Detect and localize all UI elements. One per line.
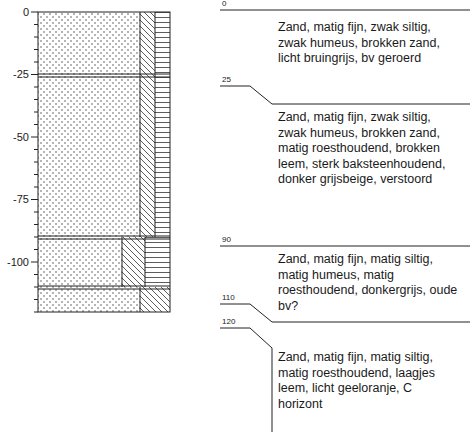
depth-tick [34,124,38,125]
axis-depth: 0 [0,6,29,19]
depth-tick [31,137,38,138]
depth-tick [34,37,38,38]
depth-tick [34,24,38,25]
depth-tick [34,162,38,163]
depth-tick [31,262,38,263]
layer-description: Zand, matig fijn, zwak siltig, zwak hume… [278,110,460,188]
depth-tick [31,199,38,200]
layer-description: Zand, matig fijn, matig siltig, matig ro… [278,350,460,412]
depth-tick [34,312,38,313]
depth-tick [34,62,38,63]
layer-depth: 25 [222,75,231,85]
depth-tick [34,237,38,238]
layer-depth: 110 [222,293,235,303]
depth-tick [34,99,38,100]
depth-tick [34,87,38,88]
depth-tick [34,274,38,275]
axis-depth: -25 [0,68,29,81]
axis-depth: -75 [0,193,29,206]
layer-description: Zand, matig fijn, matig siltig, matig hu… [278,252,460,314]
depth-tick [34,287,38,288]
soil-column [31,12,170,312]
axis-depth: -50 [0,131,29,144]
depth-tick [31,12,38,13]
depth-tick [34,224,38,225]
depth-tick [34,174,38,175]
depth-tick [31,74,38,75]
depth-tick [34,299,38,300]
layer-depth: 90 [222,235,231,245]
layer-depth: 0 [222,0,226,9]
depth-tick [34,49,38,50]
depth-tick [34,149,38,150]
depth-tick [34,249,38,250]
depth-tick [34,212,38,213]
depth-tick [34,187,38,188]
layer-description: Zand, matig fijn, zwak siltig, zwak hume… [278,20,460,67]
depth-tick [34,112,38,113]
axis-depth: -100 [0,256,29,269]
layer-depth: 120 [222,317,235,327]
depth-leaders [220,10,470,432]
